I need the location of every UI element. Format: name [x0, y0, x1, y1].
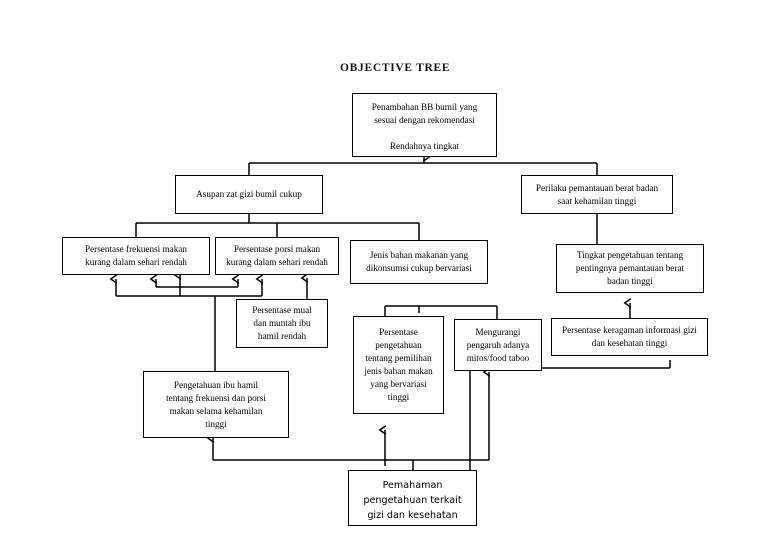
node-persentase-pengetahuan-pemilihan: Persentase pengetahuan tentang pemilihan… — [353, 316, 444, 414]
node-pemahaman-pengetahuan: Pemahaman pengetahuan terkait gizi dan k… — [348, 470, 477, 526]
node-mengurangi-mitos-food-taboo: Mengurangi pengaruh adanya mitos/food ta… — [454, 319, 542, 371]
page-title: OBJECTIVE TREE — [340, 62, 451, 74]
node-persentase-frekuensi-makan: Persentase frekuensi makan kurang dalam … — [62, 237, 210, 275]
node-tingkat-pengetahuan-pemantauan: Tingkat pengetahuan tentang pentingnya p… — [556, 244, 704, 293]
node-jenis-bahan-makanan: Jenis bahan makanan yang dikonsumsi cuku… — [350, 240, 488, 284]
node-persentase-keragaman-informasi: Persentase keragaman informasi gizi dan … — [551, 318, 708, 356]
node-asupan-zat-gizi: Asupan zat gizi bumil cukup — [175, 175, 323, 214]
node-persentase-mual-muntah: Persentase mual dan muntah ibu hamil ren… — [236, 299, 328, 348]
node-perilaku-pemantauan: Perilaku pemantauan berat badan saat keh… — [521, 175, 673, 214]
node-persentase-porsi-makan: Persentase porsi makan kurang dalam seha… — [215, 237, 339, 275]
node-pengetahuan-ibu-hamil: Pengetahuan ibu hamil tentang frekuensi … — [143, 371, 289, 438]
node-penambahan-bb: Penambahan BB bumil yang sesuai dengan r… — [352, 93, 497, 157]
